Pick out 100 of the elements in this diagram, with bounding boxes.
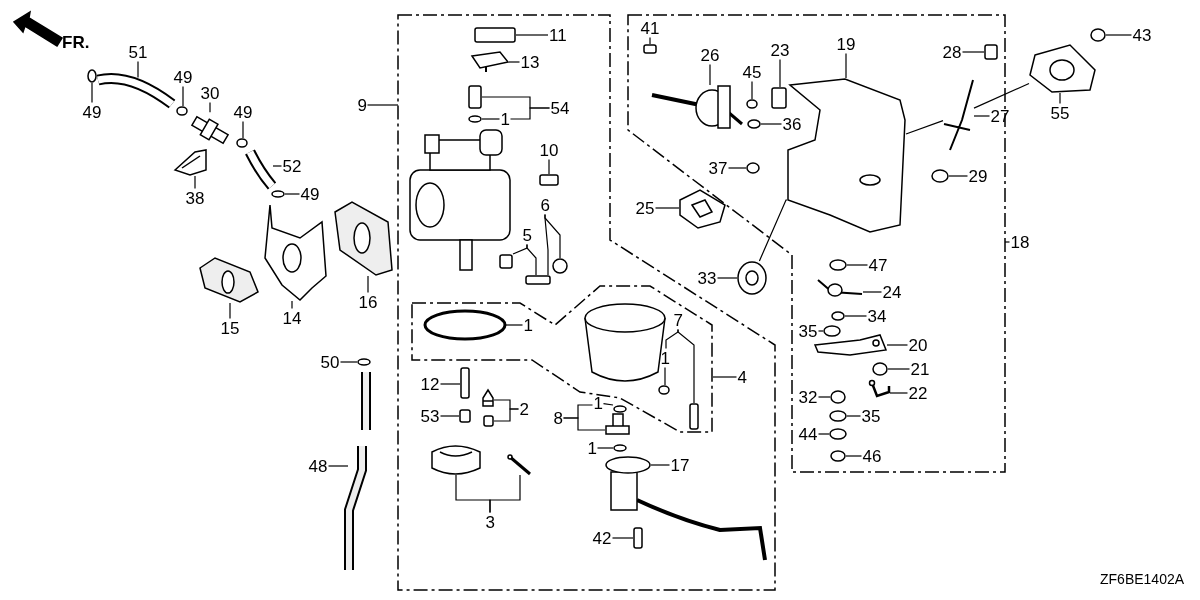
leader-line xyxy=(505,324,524,326)
jet-drawing xyxy=(460,367,470,399)
nut-drawing xyxy=(830,450,846,462)
callout-number: 50 xyxy=(320,353,340,371)
callout-number: 52 xyxy=(282,157,302,175)
callout-number: 49 xyxy=(233,103,253,121)
leader-line xyxy=(91,82,93,104)
leader-line xyxy=(1004,241,1011,243)
callout-number: 2 xyxy=(519,400,529,418)
callout-number: 12 xyxy=(420,375,440,393)
washer-drawing xyxy=(829,428,847,440)
callout-number: 46 xyxy=(862,447,882,465)
solenoid-drawing xyxy=(605,456,651,511)
leader-line xyxy=(846,264,869,266)
callout-number: 11 xyxy=(549,26,567,44)
callout-number: 14 xyxy=(282,309,302,327)
leader-line xyxy=(846,415,862,417)
callout-number: 47 xyxy=(868,256,888,274)
leader-line xyxy=(508,61,521,63)
washer-drawing xyxy=(831,311,845,321)
callout-number: 23 xyxy=(770,41,790,59)
callout-number: 13 xyxy=(520,53,540,71)
leader-line xyxy=(973,115,991,117)
gasket-drawing xyxy=(679,189,726,229)
callout-number: 27 xyxy=(990,107,1010,125)
callout-number: 6 xyxy=(540,196,550,214)
nut-drawing xyxy=(872,362,888,376)
rod-drawing xyxy=(943,79,974,151)
callout-number: 22 xyxy=(908,384,928,402)
leader-line xyxy=(439,383,461,385)
clip-bracket-drawing xyxy=(173,149,207,176)
leader-line xyxy=(779,58,781,88)
washer-drawing xyxy=(613,405,627,413)
callout-number: 53 xyxy=(420,407,440,425)
direction-label: FR. xyxy=(62,34,90,51)
spring-drawing xyxy=(984,44,998,60)
callout-number: 1 xyxy=(660,349,670,367)
callout-number: 1 xyxy=(500,110,510,128)
leader-line xyxy=(727,167,747,169)
leader-line xyxy=(649,36,651,45)
pulley-drawing xyxy=(737,261,767,295)
leader-line xyxy=(817,396,831,398)
washer-drawing xyxy=(613,444,627,452)
callout-number: 1 xyxy=(587,439,597,457)
hose-clamp-drawing xyxy=(87,69,97,83)
bracket-plate-drawing xyxy=(264,204,327,301)
pin-drawing xyxy=(507,454,531,476)
leader-line xyxy=(845,52,847,79)
gasket-drawing xyxy=(334,201,393,276)
callout-number: 26 xyxy=(700,46,720,64)
callout-number: 25 xyxy=(635,199,655,217)
spring-drawing xyxy=(817,279,863,297)
collar-drawing xyxy=(931,169,949,183)
leader-line xyxy=(862,291,883,293)
leader-line xyxy=(887,368,911,370)
leader-line xyxy=(1059,92,1061,105)
leader-line xyxy=(544,213,549,276)
callout-number: 55 xyxy=(1050,104,1070,122)
leader-line xyxy=(650,464,671,466)
leader-line xyxy=(611,537,634,539)
leader-line xyxy=(489,474,521,514)
callout-number: 44 xyxy=(798,425,818,443)
hose-clamp-drawing xyxy=(271,190,285,198)
leader-line xyxy=(664,366,666,386)
callout-number: 8 xyxy=(553,409,563,427)
screw-drawing xyxy=(539,174,559,186)
callout-number: 30 xyxy=(200,84,220,102)
plate-drawing xyxy=(470,51,510,73)
nut-drawing xyxy=(746,162,760,174)
link-rod-drawing xyxy=(868,379,891,398)
leader-line xyxy=(817,330,824,332)
leader-line xyxy=(229,302,231,320)
leader-line xyxy=(889,392,909,394)
leader-line xyxy=(509,107,551,120)
callout-number: 49 xyxy=(82,103,102,121)
leader-line xyxy=(526,243,537,276)
callout-number: 20 xyxy=(908,336,928,354)
callout-number: 48 xyxy=(308,457,328,475)
leader-line xyxy=(367,275,369,294)
leader-line xyxy=(562,417,606,431)
callout-number: 54 xyxy=(550,99,570,117)
hose-clamp-drawing xyxy=(357,358,371,366)
callout-number: 24 xyxy=(882,283,902,301)
callout-number: 35 xyxy=(861,407,881,425)
callout-number: 7 xyxy=(673,311,683,329)
leader-line xyxy=(886,344,909,346)
gasket-drawing xyxy=(1029,44,1096,93)
cap-drawing xyxy=(474,27,516,43)
screw-drawing xyxy=(525,275,551,285)
spring-drawing xyxy=(459,409,471,423)
leader-line xyxy=(596,447,614,449)
callout-number: 51 xyxy=(128,43,148,61)
actuator-drawing xyxy=(651,85,743,129)
leader-line xyxy=(194,175,196,190)
callout-number: 33 xyxy=(697,269,717,287)
spring-drawing xyxy=(483,415,494,427)
callout-number: 16 xyxy=(358,293,378,311)
washer-drawing xyxy=(829,410,847,422)
leader-line xyxy=(751,80,753,100)
bolt-drawing xyxy=(605,413,630,435)
